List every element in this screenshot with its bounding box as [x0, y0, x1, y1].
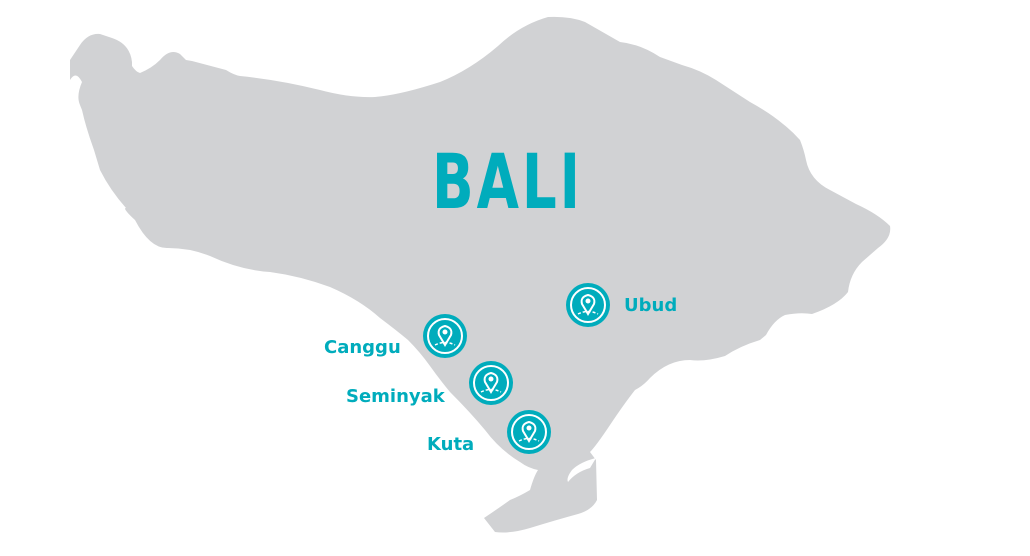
bay-inlet: [567, 458, 596, 482]
marker-kuta[interactable]: Kuta: [427, 408, 551, 455]
marker-label-seminyak: Seminyak: [346, 386, 445, 407]
marker-canggu[interactable]: Canggu: [324, 314, 467, 358]
marker-label-ubud: Ubud: [624, 294, 678, 316]
marker-ubud[interactable]: Ubud: [566, 283, 677, 327]
marker-label-kuta: Kuta: [427, 434, 475, 455]
marker-label-canggu: Canggu: [324, 336, 401, 358]
map-pin-icon[interactable]: [566, 283, 610, 327]
bali-island-shape: [70, 16, 891, 533]
map-pin-icon[interactable]: [507, 409, 551, 454]
map-title: BALI: [432, 137, 583, 226]
map-pin-icon[interactable]: [469, 360, 513, 405]
map-pin-icon[interactable]: [423, 314, 467, 358]
marker-seminyak[interactable]: Seminyak: [346, 358, 513, 407]
